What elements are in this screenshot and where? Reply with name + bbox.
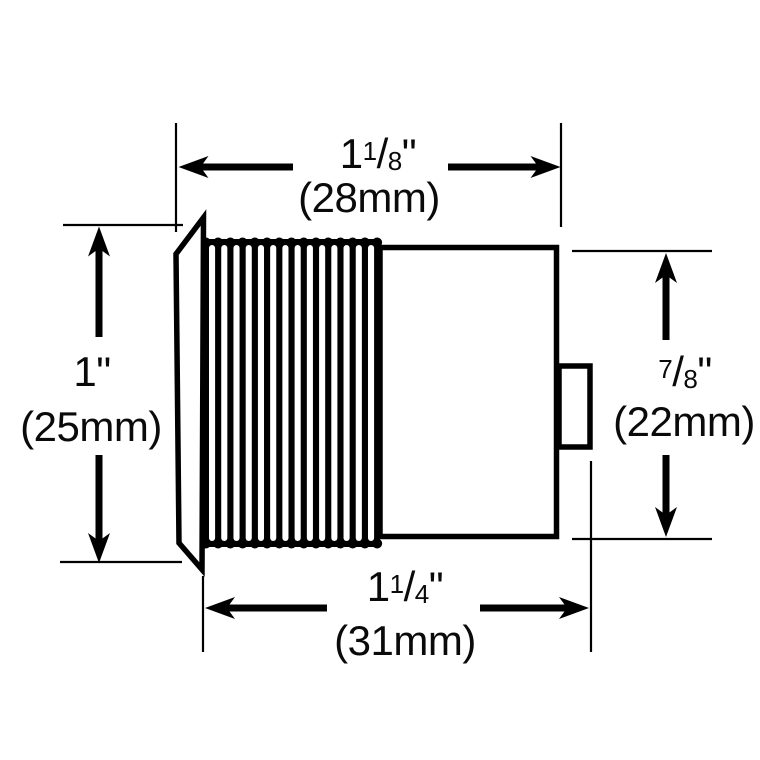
arrow-right-icon [559,597,589,619]
dimension-whole: 1 [366,563,390,610]
thread-groove [233,245,240,541]
left-dimension-arrow [88,226,110,563]
dimension-denominator: 8 [683,364,698,395]
right-dimension-arrow [655,253,677,537]
thread-crest [335,538,346,549]
cylinder-body-outline [377,244,560,540]
dimension-label-right-inches: 7/8" [658,351,712,393]
thread-groove [270,245,277,541]
dimension-numerator: 1 [362,136,377,167]
dimension-label-bottom-inches: 11/4" [366,563,444,610]
thread-crest [262,237,273,248]
dimension-unit: " [428,563,444,610]
thread-crest [237,538,248,549]
thread-groove [282,245,289,541]
thread-groove [306,245,313,541]
dimension-label-left-mm: (25mm) [20,403,162,450]
thread-crest [359,237,370,248]
thread-crest [225,237,236,248]
dimension-slash: / [672,348,684,395]
thread-block [203,239,380,547]
thread-crest [372,237,383,248]
thread-crest [335,237,346,248]
arrow-up-icon [655,253,677,283]
thread-crest [237,237,248,248]
thread-crest [286,538,297,549]
thread-crest [274,538,285,549]
dimension-slash: / [403,563,416,610]
dimension-unit: " [697,348,712,395]
thread-groove [221,245,228,541]
arrow-left-icon [205,597,235,619]
dimension-label-bottom-mm: (31mm) [334,617,476,664]
thread-groove [367,245,375,541]
thread-crest [298,237,309,248]
thread-crest [298,538,309,549]
dimension-label-left-inches: 1" [73,348,111,395]
thread-groove [294,245,301,541]
arrow-down-icon [88,533,110,563]
thread-crest [262,538,273,549]
arrow-up-icon [88,226,110,257]
dimension-numerator: 1 [389,569,404,600]
arrow-down-icon [655,507,677,537]
thread-crest [213,237,224,248]
dimension-whole: 1 [73,348,97,395]
thread-groove [319,245,326,541]
top-dimension-arrow [178,156,561,178]
dimension-label-top-inches: 11/8" [339,130,417,177]
thread-groove [209,245,216,541]
bottom-dimension-arrow [205,597,589,619]
dimension-label-top-mm: (28mm) [298,174,440,221]
dimension-unit: " [401,130,417,177]
cylinder-cam-tab [556,363,593,450]
thread-crest [249,237,260,248]
dimension-whole: 1 [339,130,363,177]
flange-outline [173,209,207,577]
thread-groove [257,245,265,541]
thread-crest [310,538,321,549]
dimension-denominator: 4 [414,579,429,610]
cylinder-body [377,244,560,540]
thread-crest [274,237,285,248]
dimension-slash: / [376,130,389,177]
thread-crest [347,237,358,248]
extension-lines [60,123,712,652]
arrow-left-icon [178,156,209,178]
thread-groove [343,245,350,541]
thread-crest [347,538,358,549]
dimension-numerator: 7 [658,354,673,385]
thread-crest [286,237,297,248]
thread-crest [359,538,370,549]
thread-crest [323,237,334,248]
thread-groove [355,245,362,541]
cylinder-flange [173,209,207,577]
dimension-label-right-mm: (22mm) [613,398,755,445]
thread-crest [249,538,260,549]
thread-groove [331,245,338,541]
thread-crest [225,538,236,549]
arrow-right-icon [530,156,561,178]
thread-crest [310,237,321,248]
dimension-unit: " [96,348,111,395]
thread-crest [372,538,383,549]
thread-groove [245,245,252,541]
thread-crest [213,538,224,549]
thread-crest [323,538,334,549]
thread-section [200,237,383,549]
cam-tab-outline [556,363,593,450]
dimension-denominator: 8 [387,146,402,177]
